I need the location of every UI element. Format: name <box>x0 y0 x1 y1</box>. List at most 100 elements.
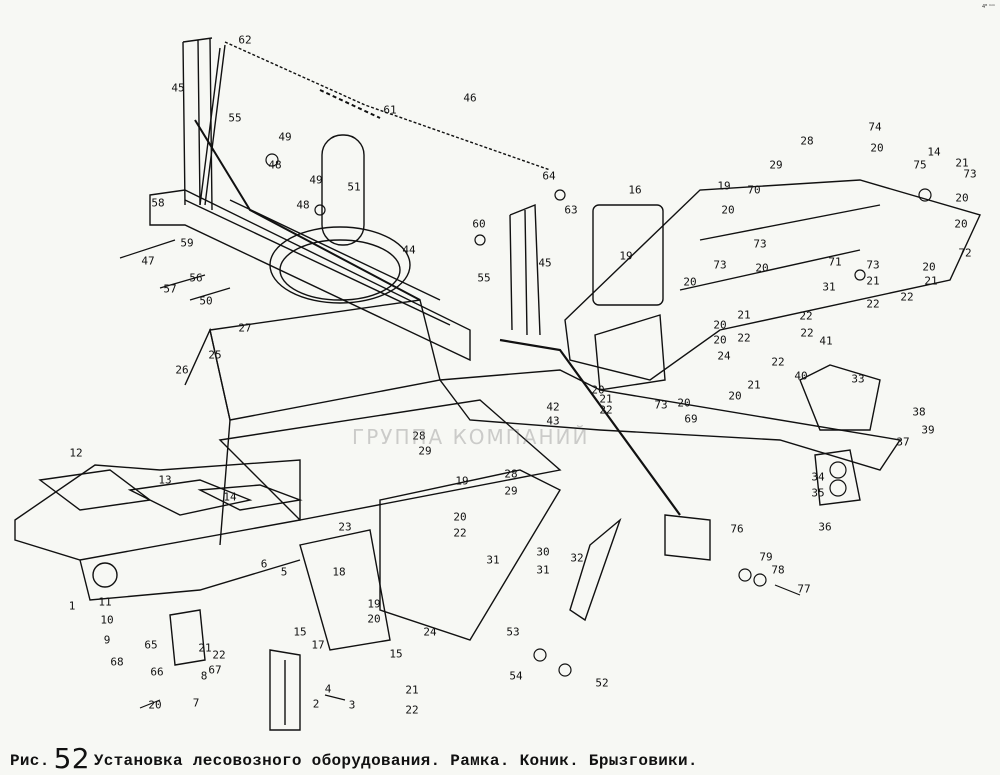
part-callout: 21 <box>737 308 751 322</box>
part-callout: 11 <box>98 595 112 609</box>
part-callout: 29 <box>769 158 783 172</box>
part-callout: 30 <box>536 545 550 559</box>
part-callout: 14 <box>927 145 941 159</box>
part-callout: 42 <box>546 400 560 414</box>
part-callout: 2 <box>312 697 320 711</box>
part-callout: 64 <box>542 169 556 183</box>
crane-frame-left <box>149 37 471 362</box>
part-callout: 20 <box>728 389 742 403</box>
part-callout: 20 <box>870 141 884 155</box>
part-callout: 20 <box>954 217 968 231</box>
part-callout: 21 <box>599 392 613 406</box>
part-callout: 77 <box>797 582 811 596</box>
part-callout: 48 <box>268 158 282 172</box>
part-callout: 29 <box>504 484 518 498</box>
part-callout: 20 <box>677 396 691 410</box>
part-callout: 16 <box>628 183 642 197</box>
part-callout: 31 <box>822 280 836 294</box>
part-callout: 45 <box>171 81 185 95</box>
part-callout: 20 <box>367 612 381 626</box>
part-callout: 20 <box>955 191 969 205</box>
part-callout: 22 <box>799 309 813 323</box>
part-callout: 61 <box>383 103 397 117</box>
caption-prefix: Рис. <box>10 752 50 770</box>
part-callout: 44 <box>402 243 416 257</box>
part-callout: 20 <box>922 260 936 274</box>
part-callout: 20 <box>755 261 769 275</box>
watermark: ГРУППА КОМПАНИЙ <box>352 425 590 449</box>
figure-number: 52 <box>53 742 90 775</box>
part-callout: 41 <box>819 334 833 348</box>
part-callout: 24 <box>717 349 731 363</box>
part-callout: 17 <box>311 638 325 652</box>
part-callout: 29 <box>418 444 432 458</box>
part-callout: 52 <box>595 676 609 690</box>
part-callout: 8 <box>200 669 208 683</box>
part-callout: 54 <box>509 669 523 683</box>
part-callout: 3 <box>348 698 356 712</box>
part-callout: 43 <box>546 414 560 428</box>
part-callout: 26 <box>175 363 189 377</box>
part-callout: 56 <box>189 271 203 285</box>
part-callout: 65 <box>144 638 158 652</box>
part-callout: 27 <box>238 321 252 335</box>
part-callout: 20 <box>591 383 605 397</box>
part-callout: 20 <box>148 698 162 712</box>
part-callout: 46 <box>463 91 477 105</box>
conik-post <box>269 134 411 304</box>
part-callout: 15 <box>293 625 307 639</box>
part-callout: 45 <box>538 256 552 270</box>
conik-bolster <box>438 338 902 516</box>
part-callout: 19 <box>367 597 381 611</box>
part-callout: 33 <box>851 372 865 386</box>
main-frame <box>14 299 562 731</box>
part-callout: 21 <box>866 274 880 288</box>
part-callout: 49 <box>309 173 323 187</box>
part-callout: 28 <box>504 467 518 481</box>
part-callout: 22 <box>405 703 419 717</box>
part-callout: 39 <box>921 423 935 437</box>
cable-and-chain <box>194 41 551 301</box>
part-callout: 14 <box>223 490 237 504</box>
part-callout: 78 <box>771 563 785 577</box>
part-callout: 55 <box>477 271 491 285</box>
part-callout: 22 <box>453 526 467 540</box>
part-callout: 73 <box>866 258 880 272</box>
part-callout: 23 <box>338 520 352 534</box>
part-callout: 73 <box>753 237 767 251</box>
part-callout: 21 <box>747 378 761 392</box>
crane-frame-right <box>509 203 541 336</box>
part-callout: 71 <box>828 255 842 269</box>
part-callout: 70 <box>747 183 761 197</box>
caption-title: Установка лесовозного оборудования. Рамк… <box>93 752 698 770</box>
part-callout: 20 <box>453 510 467 524</box>
part-callout: 21 <box>198 641 212 655</box>
part-callout: 21 <box>955 156 969 170</box>
part-callout: 4 <box>324 682 332 696</box>
part-callout: 24 <box>423 625 437 639</box>
part-callout: 20 <box>713 333 727 347</box>
part-callout: 22 <box>800 326 814 340</box>
part-callout: 28 <box>800 134 814 148</box>
part-callout: 31 <box>486 553 500 567</box>
part-callout: 20 <box>721 203 735 217</box>
part-callout: 25 <box>208 348 222 362</box>
part-callout: 76 <box>730 522 744 536</box>
part-callout: 69 <box>684 412 698 426</box>
part-callout: 72 <box>958 246 972 260</box>
part-callout: 55 <box>228 111 242 125</box>
corner-mark: 4ᴮ ᵐᵐ <box>982 4 996 10</box>
part-callout: 21 <box>405 683 419 697</box>
part-callout: 12 <box>69 446 83 460</box>
part-callout: 38 <box>912 405 926 419</box>
part-callout: 19 <box>717 179 731 193</box>
part-callout: 63 <box>564 203 578 217</box>
part-callout: 49 <box>278 130 292 144</box>
part-callout: 22 <box>866 297 880 311</box>
part-callout: 73 <box>713 258 727 272</box>
part-callout: 60 <box>472 217 486 231</box>
part-callout: 19 <box>455 474 469 488</box>
part-callout: 22 <box>900 290 914 304</box>
part-callout: 10 <box>100 613 114 627</box>
